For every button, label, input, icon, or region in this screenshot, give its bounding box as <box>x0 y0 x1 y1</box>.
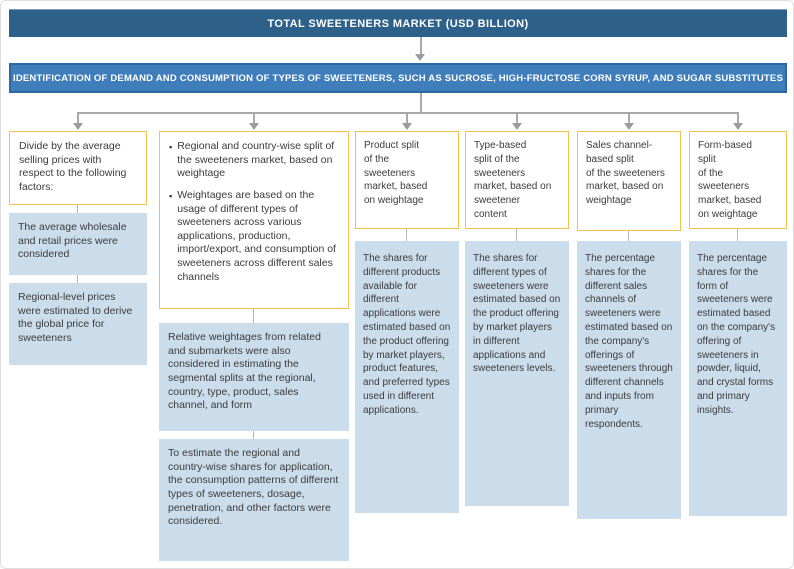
connector-line <box>406 229 407 241</box>
arrow-down-icon <box>402 123 412 130</box>
bullet-icon <box>169 140 172 181</box>
step-box-regional-split: Regional and country-wise split of the s… <box>159 131 349 309</box>
step-box-form-split: Form-based split of the sweeteners marke… <box>689 131 787 229</box>
arrow-down-icon <box>73 123 83 130</box>
arrow-down-icon <box>512 123 522 130</box>
note-box-type-shares: The shares for different types of sweete… <box>465 241 569 506</box>
connector-line <box>420 37 422 55</box>
bullet-item: Regional and country-wise split of the s… <box>169 140 339 181</box>
connector-line <box>77 112 79 124</box>
connector-line <box>253 309 254 323</box>
bullet-text: Regional and country-wise split of the s… <box>177 140 335 180</box>
connector-line <box>420 93 422 113</box>
arrow-down-icon <box>624 123 634 130</box>
step-box-pricing: Divide by the average selling prices wit… <box>9 131 147 205</box>
connector-line <box>737 112 739 124</box>
connector-line <box>77 275 78 283</box>
note-box-wholesale-retail: The average wholesale and retail prices … <box>9 213 147 275</box>
note-box-sales-channel-shares: The percentage shares for the different … <box>577 241 681 519</box>
connector-line <box>628 112 630 124</box>
step-box-sales-channel-split: Sales channel- based split of the sweete… <box>577 131 681 231</box>
identification-banner: IDENTIFICATION OF DEMAND AND CONSUMPTION… <box>9 63 787 93</box>
connector-line <box>406 112 408 124</box>
connector-line <box>253 431 254 439</box>
connector-line <box>628 231 629 241</box>
connector-line <box>516 229 517 241</box>
step-box-type-split: Type-based split of the sweeteners marke… <box>465 131 569 229</box>
note-box-regional-prices: Regional-level prices were estimated to … <box>9 283 147 365</box>
connector-line <box>253 112 255 124</box>
total-market-title: TOTAL SWEETENERS MARKET (USD BILLION) <box>267 17 529 30</box>
note-box-form-shares: The percentage shares for the form of sw… <box>689 241 787 516</box>
connector-line <box>737 229 738 241</box>
bullet-icon <box>169 189 172 284</box>
note-box-product-shares: The shares for different products availa… <box>355 241 459 513</box>
connector-line <box>516 112 518 124</box>
identification-banner-text: IDENTIFICATION OF DEMAND AND CONSUMPTION… <box>12 72 783 84</box>
arrow-down-icon <box>415 54 425 61</box>
note-box-relative-weightages: Relative weightages from related and sub… <box>159 323 349 431</box>
bullet-item: Weightages are based on the usage of dif… <box>169 189 339 284</box>
connector-line <box>77 205 78 213</box>
step-box-product-split: Product split of the sweeteners market, … <box>355 131 459 229</box>
arrow-down-icon <box>733 123 743 130</box>
note-box-consumption-patterns: To estimate the regional and country-wis… <box>159 439 349 561</box>
arrow-down-icon <box>249 123 259 130</box>
connector-line <box>77 112 739 114</box>
bullet-text: Weightages are based on the usage of dif… <box>177 188 336 283</box>
total-market-bar: TOTAL SWEETENERS MARKET (USD BILLION) <box>9 9 787 37</box>
